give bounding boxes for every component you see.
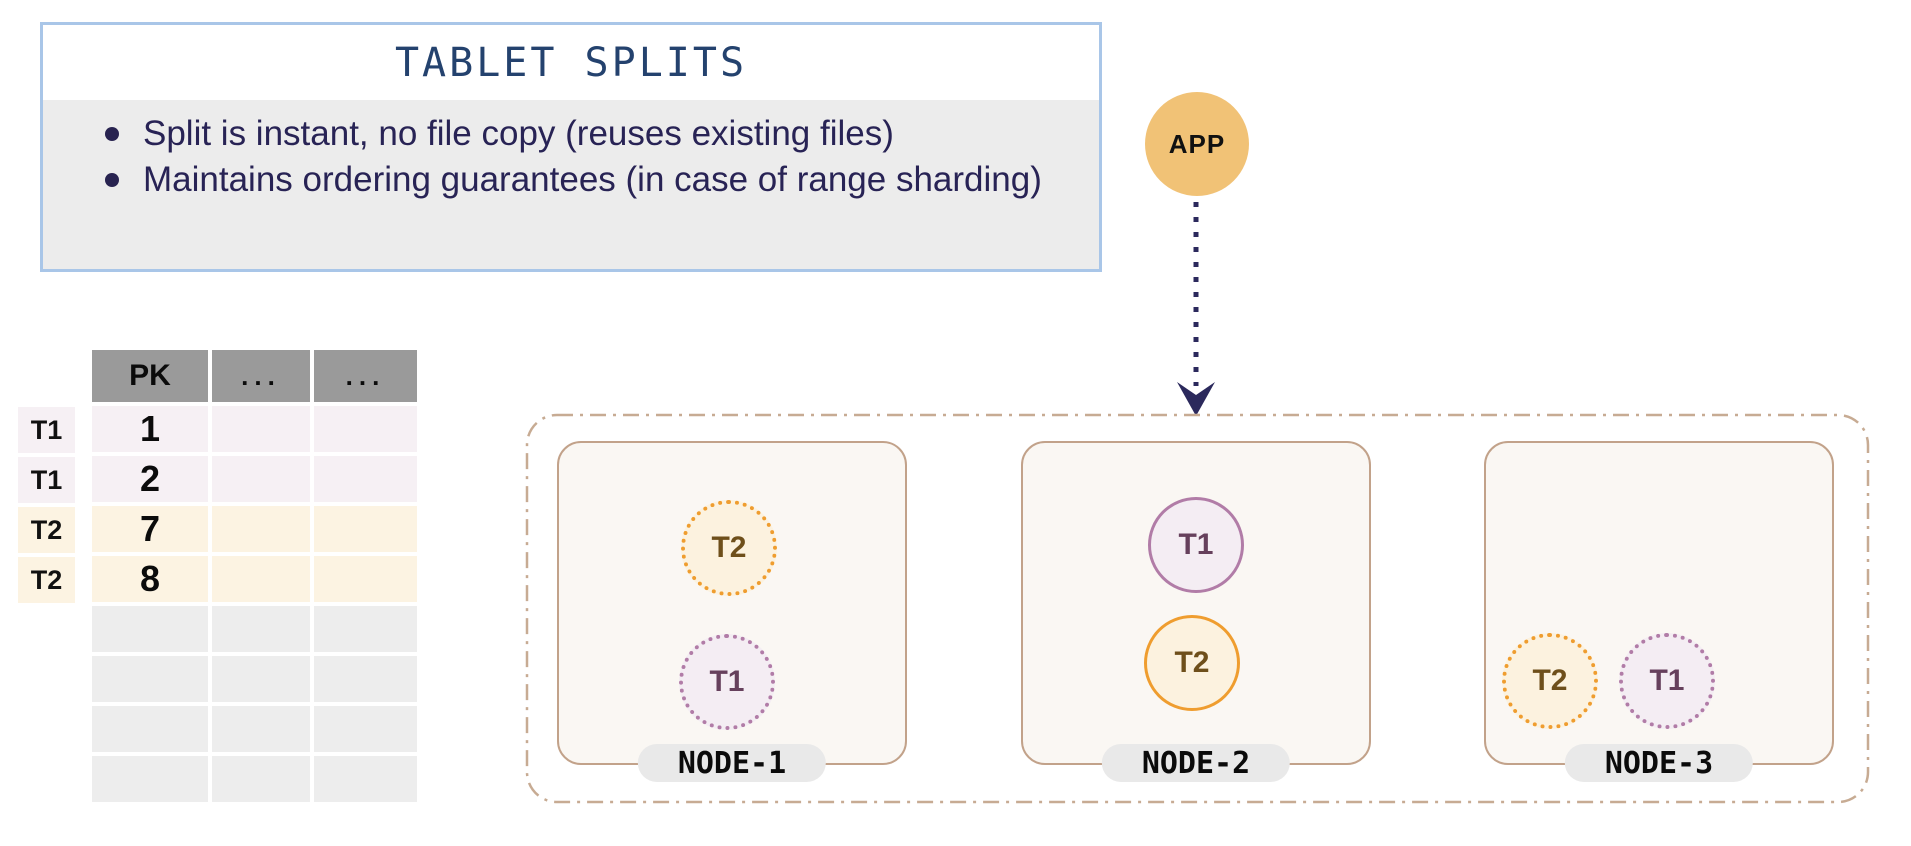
table-cell-empty	[314, 756, 417, 802]
node-box-1: T2 T1 NODE-1	[557, 441, 907, 782]
table-cell-empty	[314, 606, 417, 652]
app-node-circle: APP	[1145, 92, 1249, 196]
node-name-pill: NODE-1	[637, 744, 827, 782]
table-cell-pk: 7	[92, 506, 208, 552]
table-cell	[314, 556, 417, 602]
tablet-label: T1	[1649, 664, 1685, 697]
bullet-item: Split is instant, no file copy (reuses e…	[103, 112, 1063, 156]
table-cell	[212, 406, 310, 452]
table-header-col2: ...	[212, 350, 310, 402]
info-box-body: Split is instant, no file copy (reuses e…	[43, 100, 1099, 269]
table-cell-empty	[92, 656, 208, 702]
table-cell-empty	[212, 706, 310, 752]
table-cell	[212, 456, 310, 502]
table-cell-empty	[212, 656, 310, 702]
info-box: TABLET SPLITS Split is instant, no file …	[40, 22, 1102, 272]
app-to-cluster-arrow	[1177, 202, 1215, 416]
app-label: APP	[1168, 128, 1226, 159]
table-cell	[314, 506, 417, 552]
tablet-label: T2	[711, 531, 747, 564]
info-box-title: TABLET SPLITS	[394, 39, 748, 86]
table-cell-empty	[314, 706, 417, 752]
table-cell-pk: 8	[92, 556, 208, 602]
row-tablet-label: T1	[18, 407, 75, 453]
node-box-3: T2 T1 NODE-3	[1484, 441, 1834, 782]
pk-table: PK ... ... 1 2 7 8	[92, 350, 417, 802]
tablet-t1-circle: T1	[1619, 633, 1715, 729]
tablet-label: T2	[1532, 664, 1568, 697]
bullet-item: Maintains ordering guarantees (in case o…	[103, 158, 1063, 202]
table-cell-empty	[212, 606, 310, 652]
tablet-t1-circle: T1	[1148, 497, 1244, 593]
tablet-label: T1	[709, 665, 745, 698]
tablet-t2-circle: T2	[681, 500, 777, 596]
table-cell-empty	[92, 706, 208, 752]
tablet-t2-circle: T2	[1502, 633, 1598, 729]
table-cell	[212, 506, 310, 552]
node-box-2: T1 T2 NODE-2	[1021, 441, 1371, 782]
table-cell-empty	[314, 656, 417, 702]
table-cell-empty	[92, 606, 208, 652]
row-tablet-label: T2	[18, 557, 75, 603]
table-cell-pk: 2	[92, 456, 208, 502]
table-header-col3: ...	[314, 350, 417, 402]
tablet-label: T2	[1174, 646, 1210, 679]
table-cell-empty	[212, 756, 310, 802]
tablet-t2-circle: T2	[1144, 615, 1240, 711]
row-tablet-label: T2	[18, 507, 75, 553]
node-name-pill: NODE-3	[1564, 744, 1754, 782]
cluster-boundary	[525, 413, 1870, 804]
table-cell	[212, 556, 310, 602]
tablet-t1-circle: T1	[679, 634, 775, 730]
info-bullet-list: Split is instant, no file copy (reuses e…	[103, 112, 1079, 202]
table-cell-pk: 1	[92, 406, 208, 452]
table-cell	[314, 406, 417, 452]
node-name-pill: NODE-2	[1101, 744, 1291, 782]
table-cell-empty	[92, 756, 208, 802]
table-header-pk: PK	[92, 350, 208, 402]
row-tablet-label: T1	[18, 457, 75, 503]
table-cell	[314, 456, 417, 502]
tablet-label: T1	[1178, 528, 1214, 561]
